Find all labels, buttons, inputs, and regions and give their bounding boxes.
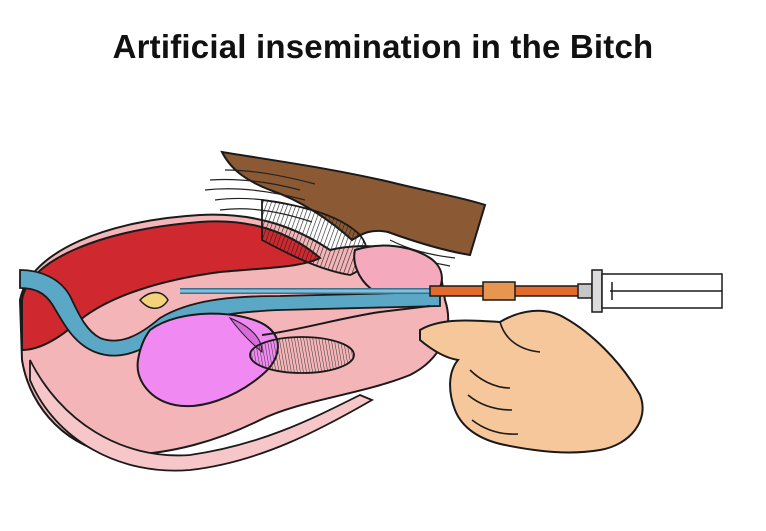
vaginal-tract (19, 269, 441, 357)
hand-fingers (467, 321, 541, 435)
catheter-connector (482, 281, 516, 301)
syringe-icon (577, 269, 723, 313)
bladder (136, 312, 279, 408)
diagram-title: Artificial insemination in the Bitch (112, 28, 654, 65)
hand-icon (419, 309, 644, 454)
cervix (139, 291, 169, 309)
abdominal-wall (29, 359, 375, 472)
pubic-bone (249, 336, 355, 374)
urethra (261, 305, 431, 336)
